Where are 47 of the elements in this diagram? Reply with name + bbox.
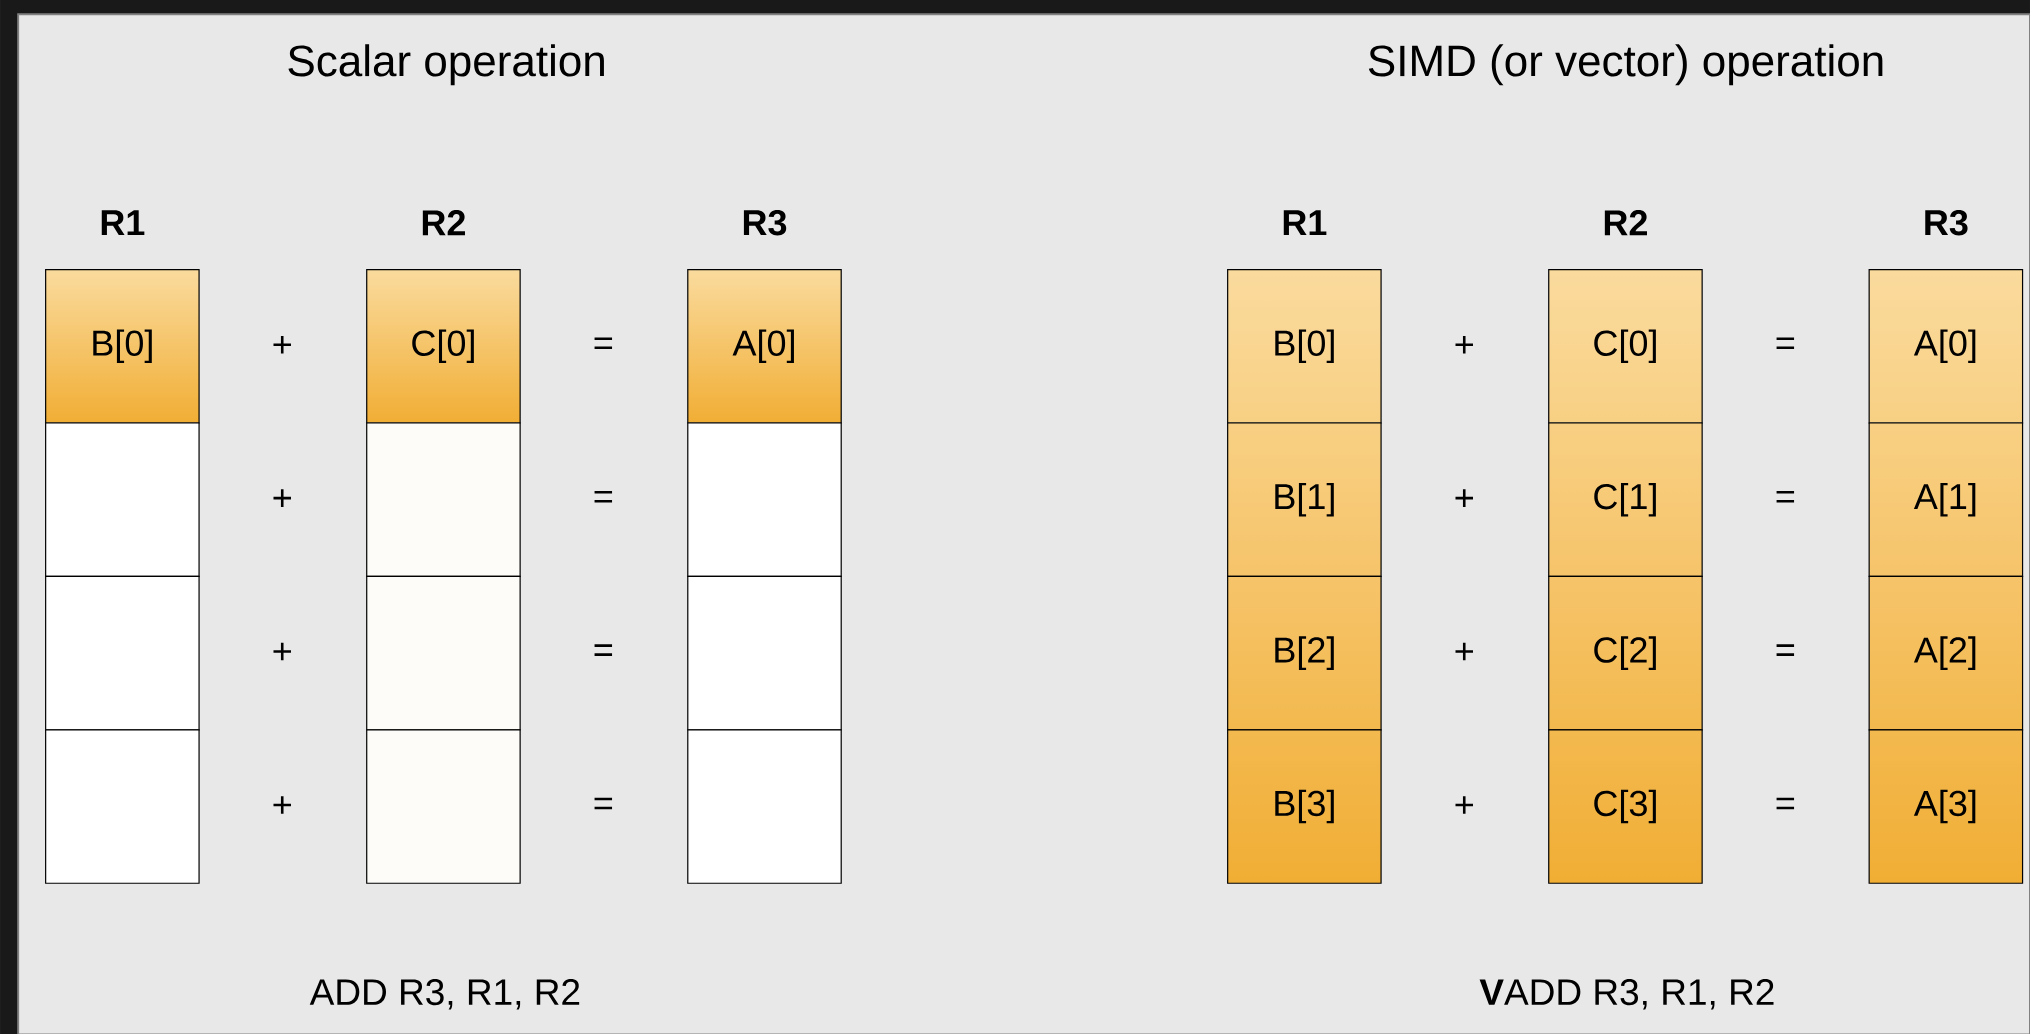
register-cell: B[2] [1227, 575, 1382, 731]
register-cell: A[3] [1868, 729, 2024, 884]
register-cell: C[0] [1548, 268, 1703, 424]
instruction-text: ADD R3, R1, R2 [309, 978, 580, 1010]
empty-register-cell [45, 422, 200, 577]
empty-register-cell [366, 422, 521, 577]
operator-sign: + [273, 489, 291, 507]
register-name: R1 [101, 210, 145, 235]
register-cell: C[1] [1548, 422, 1703, 577]
operator-sign: = [1776, 797, 1795, 810]
operator-sign: = [594, 797, 613, 810]
empty-register-cell [687, 729, 842, 884]
register-cell: B[1] [1227, 422, 1382, 577]
register-cell: B[0] [45, 268, 200, 424]
register-name: R1 [1283, 210, 1327, 235]
register-cell: B[3] [1227, 729, 1382, 884]
instruction-text: VADD R3, R1, R2 [1479, 978, 1774, 1010]
operator-sign: = [594, 644, 613, 656]
register-name: R3 [1925, 209, 1968, 236]
operator-sign: + [1455, 335, 1473, 354]
register-cell: A[1] [1868, 422, 2024, 577]
register-cell: C[0] [366, 268, 521, 424]
operator-sign: = [594, 337, 613, 349]
register-cell: C[3] [1548, 729, 1703, 884]
operator-sign: = [1776, 490, 1795, 503]
register-cell: A[0] [687, 268, 842, 424]
operator-sign: + [273, 335, 291, 354]
operator-sign: + [1455, 489, 1473, 507]
operator-sign: = [594, 490, 613, 503]
register-name: R2 [422, 209, 465, 236]
empty-register-cell [366, 729, 521, 884]
title: Scalar operation [288, 44, 604, 86]
register-name: R2 [1604, 209, 1647, 236]
operator-sign: + [1455, 795, 1473, 814]
empty-register-cell [687, 422, 842, 577]
register-cell: B[0] [1227, 268, 1382, 424]
register-cell: A[0] [1868, 268, 2024, 424]
title: SIMD (or vector) operation [1368, 44, 1883, 86]
operator-sign: + [273, 642, 291, 661]
register-name: R3 [743, 209, 787, 236]
operator-sign: + [1455, 642, 1473, 661]
register-cell: A[2] [1868, 575, 2024, 731]
empty-register-cell [45, 729, 200, 884]
operator-sign: + [273, 795, 291, 814]
register-cell: C[2] [1548, 575, 1703, 731]
operator-sign: = [1776, 337, 1795, 349]
operator-sign: = [1776, 644, 1795, 656]
